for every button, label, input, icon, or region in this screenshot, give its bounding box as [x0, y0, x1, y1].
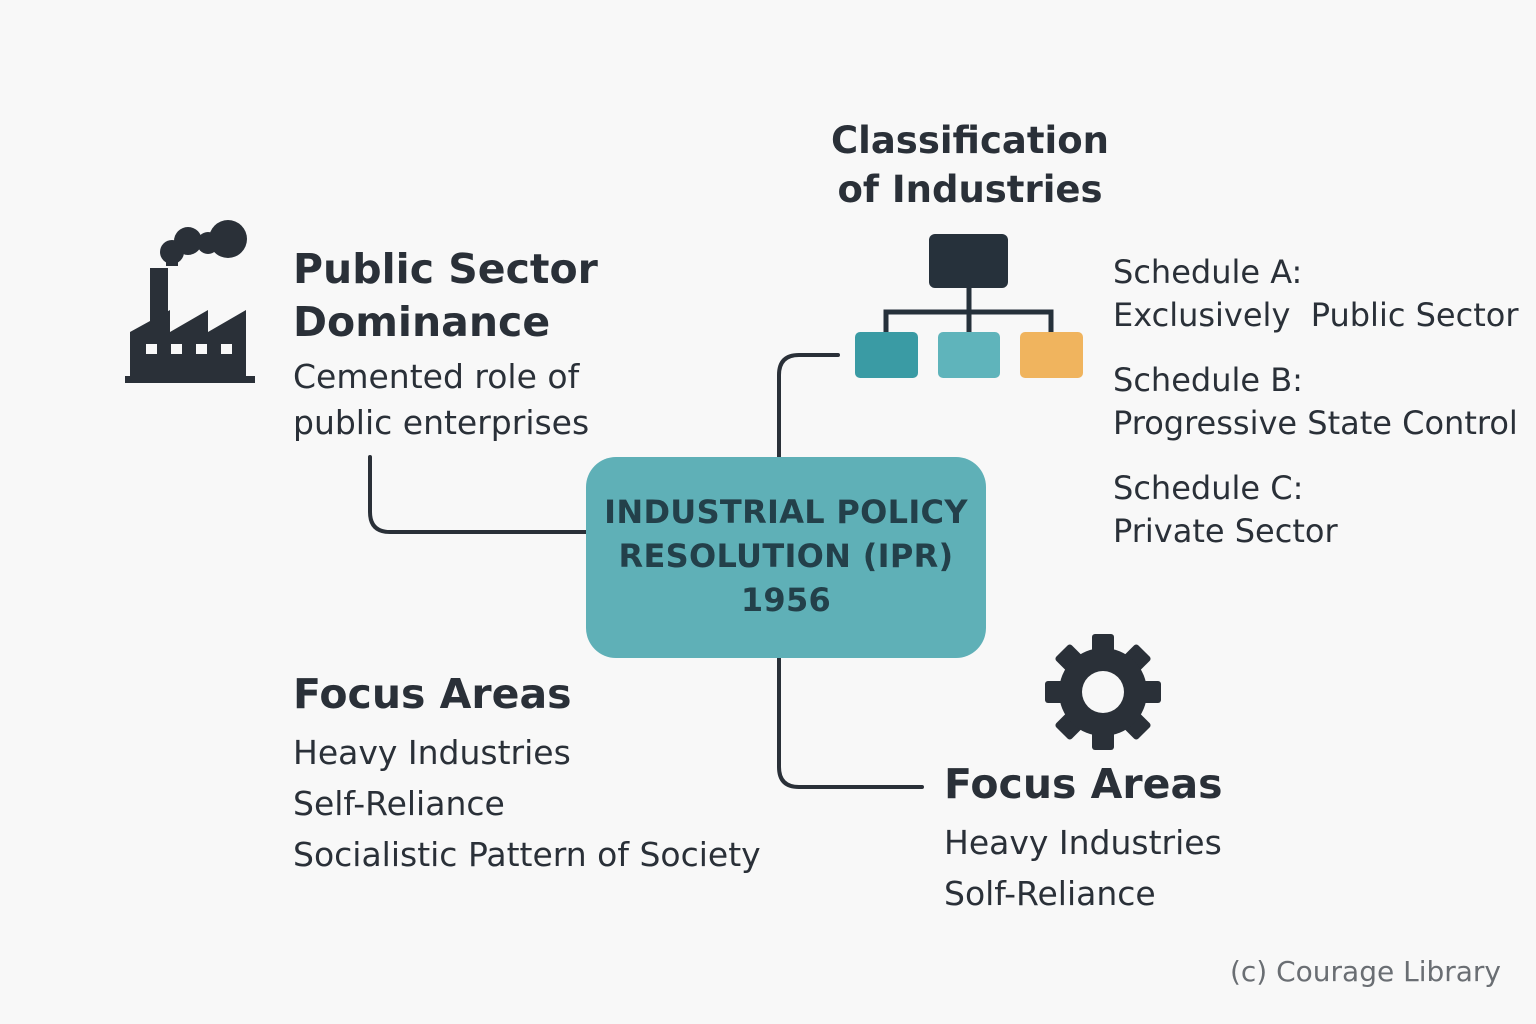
- hierarchy-icon: [855, 234, 1083, 378]
- public-sector-title: Public Sector Dominance: [293, 243, 598, 349]
- schedule-c: Schedule C: Private Sector: [1113, 467, 1338, 553]
- public-sector-desc-line-1: Cemented role of: [293, 357, 580, 396]
- focus-areas-right: Focus Areas Heavy Industries Solf-Relian…: [944, 758, 1223, 919]
- schedule-b-label: Schedule B:: [1113, 361, 1303, 399]
- schedule-b-desc: Progressive State Control: [1113, 404, 1518, 442]
- connector-classification: [777, 353, 840, 459]
- focus-areas-left: Focus Areas Heavy Industries Self-Relian…: [293, 668, 761, 880]
- schedule-a: Schedule A: Exclusively Public Sector: [1113, 251, 1518, 337]
- focus-left-list: Heavy Industries Self-Reliance Socialist…: [293, 727, 761, 880]
- focus-left-item: Heavy Industries: [293, 733, 571, 772]
- focus-right-item: Heavy Industries: [944, 823, 1222, 862]
- schedule-c-label: Schedule C:: [1113, 469, 1304, 507]
- focus-right-title: Focus Areas: [944, 760, 1223, 808]
- focus-right-list: Heavy Industries Solf-Reliance: [944, 817, 1223, 919]
- classification-title: Classification of Industries: [800, 116, 1140, 214]
- schedule-a-label: Schedule A:: [1113, 253, 1303, 291]
- classification-title-line-1: Classification: [831, 119, 1109, 162]
- public-sector-description: Cemented role of public enterprises: [293, 354, 598, 446]
- focus-left-title: Focus Areas: [293, 670, 572, 718]
- center-title-line-3: 1956: [740, 580, 832, 619]
- factory-icon: [125, 220, 255, 383]
- focus-left-item: Socialistic Pattern of Society: [293, 835, 761, 874]
- connector-public-sector: [368, 455, 588, 534]
- connector-focus-right: [777, 656, 924, 789]
- schedule-b: Schedule B: Progressive State Control: [1113, 359, 1518, 445]
- classification-title-line-2: of Industries: [837, 168, 1103, 211]
- schedule-a-desc: Exclusively Public Sector: [1113, 296, 1519, 334]
- center-node: INDUSTRIAL POLICY RESOLUTION (IPR) 1956: [586, 457, 986, 658]
- center-title-line-1: INDUSTRIAL POLICY: [604, 492, 968, 531]
- credit-text: (c) Courage Library: [1229, 955, 1501, 988]
- public-sector-block: Public Sector Dominance Cemented role of…: [293, 243, 598, 446]
- schedule-c-desc: Private Sector: [1113, 512, 1338, 550]
- gear-icon: [1045, 634, 1161, 750]
- public-sector-title-line-1: Public Sector: [293, 245, 598, 293]
- focus-right-item: Solf-Reliance: [944, 874, 1156, 913]
- focus-left-item: Self-Reliance: [293, 784, 505, 823]
- center-title-line-2: RESOLUTION (IPR): [618, 536, 954, 575]
- public-sector-desc-line-2: public enterprises: [293, 403, 590, 442]
- public-sector-title-line-2: Dominance: [293, 298, 551, 346]
